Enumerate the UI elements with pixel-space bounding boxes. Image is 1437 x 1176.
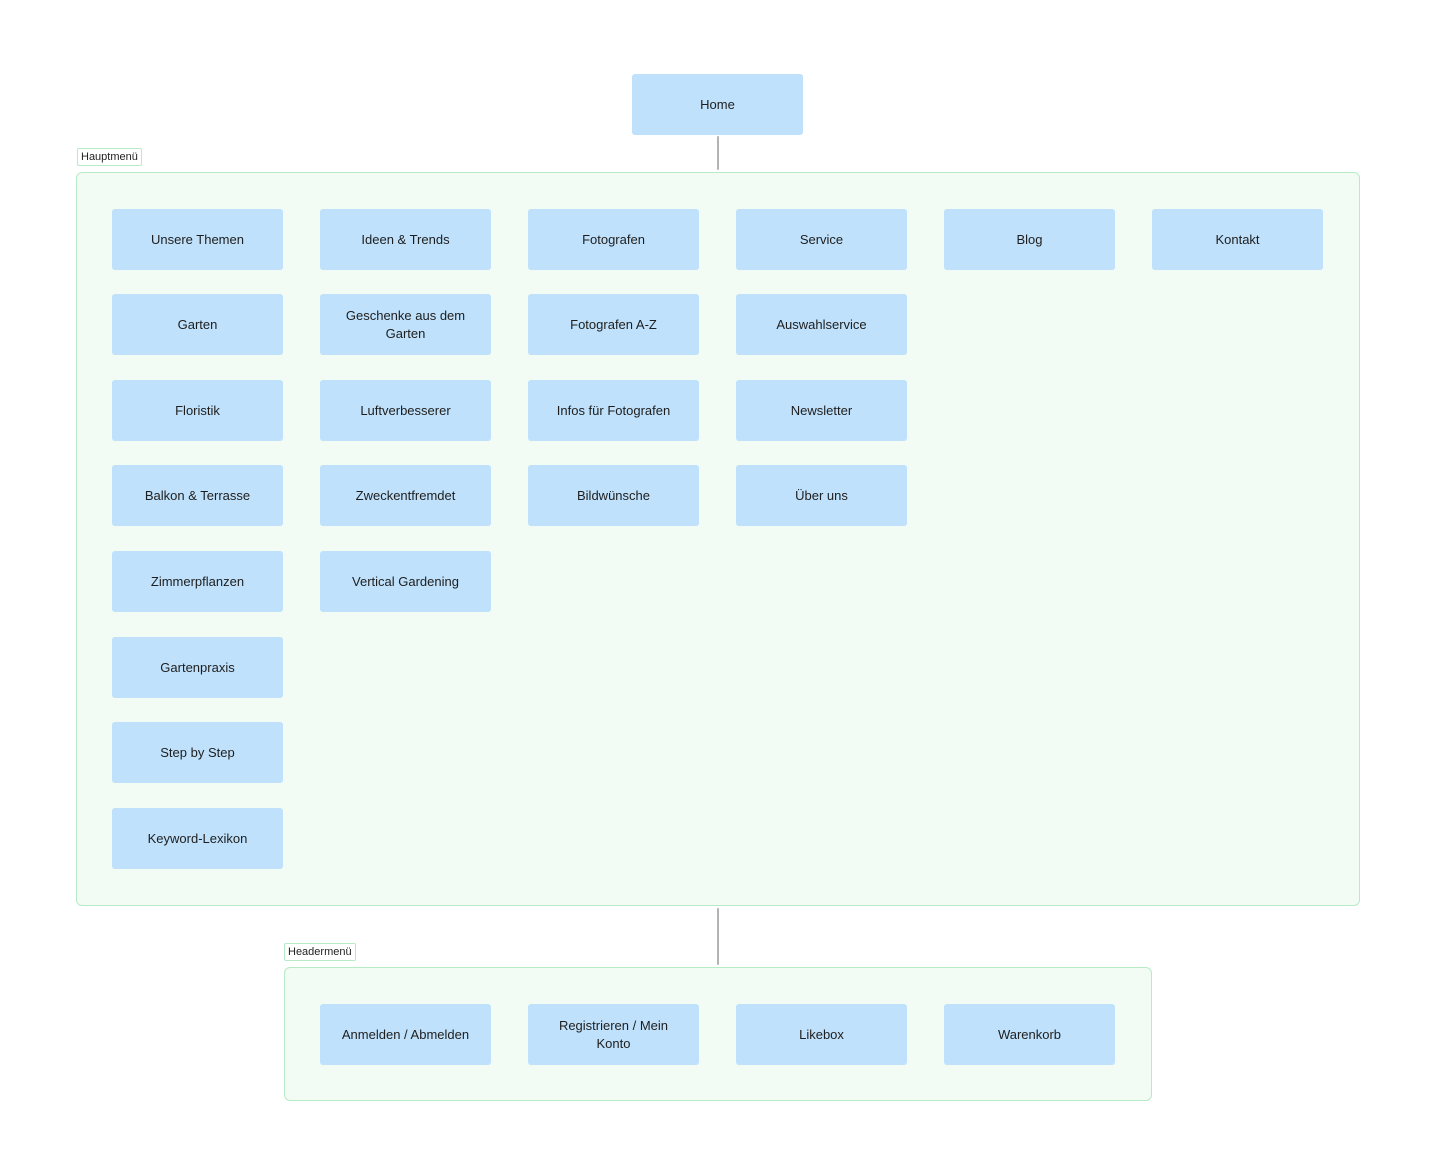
node-registrieren-mein-konto[interactable]: Registrieren / Mein Konto: [528, 1004, 699, 1065]
hauptmenu-group: [76, 172, 1360, 906]
node-geschenke-aus-dem-garten[interactable]: Geschenke aus dem Garten: [320, 294, 491, 355]
node-luftverbesserer[interactable]: Luftverbesserer: [320, 380, 491, 441]
node-zweckentfremdet[interactable]: Zweckentfremdet: [320, 465, 491, 526]
node-garten[interactable]: Garten: [112, 294, 283, 355]
node-kontakt[interactable]: Kontakt: [1152, 209, 1323, 270]
node-vertical-gardening[interactable]: Vertical Gardening: [320, 551, 491, 612]
node-home[interactable]: Home: [632, 74, 803, 135]
node-warenkorb[interactable]: Warenkorb: [944, 1004, 1115, 1065]
headermenu-label: Headermenü: [284, 943, 356, 961]
node-gartenpraxis[interactable]: Gartenpraxis: [112, 637, 283, 698]
node-ueber-uns[interactable]: Über uns: [736, 465, 907, 526]
node-service[interactable]: Service: [736, 209, 907, 270]
node-infos-fuer-fotografen[interactable]: Infos für Fotografen: [528, 380, 699, 441]
node-bildwuensche[interactable]: Bildwünsche: [528, 465, 699, 526]
node-fotografen-a-z[interactable]: Fotografen A-Z: [528, 294, 699, 355]
node-likebox[interactable]: Likebox: [736, 1004, 907, 1065]
node-step-by-step[interactable]: Step by Step: [112, 722, 283, 783]
node-floristik[interactable]: Floristik: [112, 380, 283, 441]
node-anmelden-abmelden[interactable]: Anmelden / Abmelden: [320, 1004, 491, 1065]
node-auswahlservice[interactable]: Auswahlservice: [736, 294, 907, 355]
node-ideen-trends[interactable]: Ideen & Trends: [320, 209, 491, 270]
node-balkon-terrasse[interactable]: Balkon & Terrasse: [112, 465, 283, 526]
node-newsletter[interactable]: Newsletter: [736, 380, 907, 441]
node-unsere-themen[interactable]: Unsere Themen: [112, 209, 283, 270]
node-fotografen[interactable]: Fotografen: [528, 209, 699, 270]
node-keyword-lexikon[interactable]: Keyword-Lexikon: [112, 808, 283, 869]
node-blog[interactable]: Blog: [944, 209, 1115, 270]
node-zimmerpflanzen[interactable]: Zimmerpflanzen: [112, 551, 283, 612]
hauptmenu-label: Hauptmenü: [77, 148, 142, 166]
